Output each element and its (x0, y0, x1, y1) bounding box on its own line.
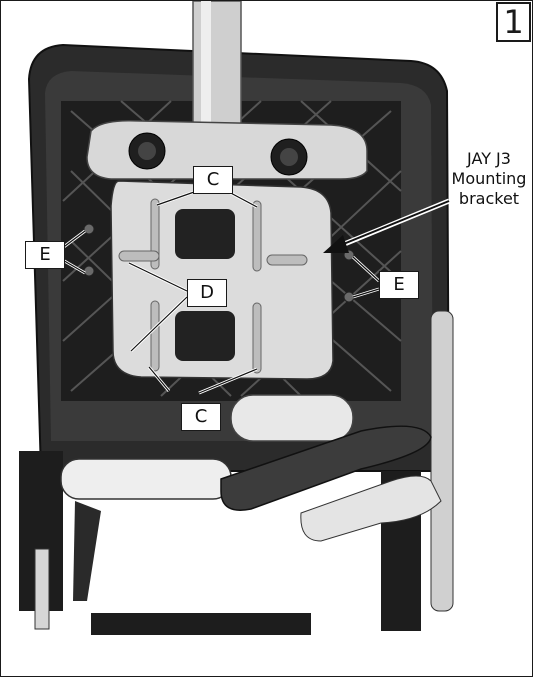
armrest (220, 425, 432, 511)
callout-e-left: E (25, 241, 65, 269)
callout-d: D (187, 279, 227, 307)
lower-roller (230, 394, 354, 442)
linkage-arm (73, 501, 101, 601)
armrest-bracket (300, 475, 442, 542)
caption-line: Mounting (451, 169, 527, 188)
callout-c-bottom: C (181, 403, 221, 431)
step-number: 1 (496, 2, 531, 42)
crossbar (60, 458, 232, 500)
bracket-arrow (323, 198, 450, 253)
caption-line: JAY J3 (467, 149, 511, 168)
caption-line: bracket (458, 189, 520, 208)
callout-c-top: C (193, 166, 233, 194)
bracket-caption: JAY J3 Mounting bracket (443, 149, 533, 209)
callout-e-right: E (379, 271, 419, 299)
